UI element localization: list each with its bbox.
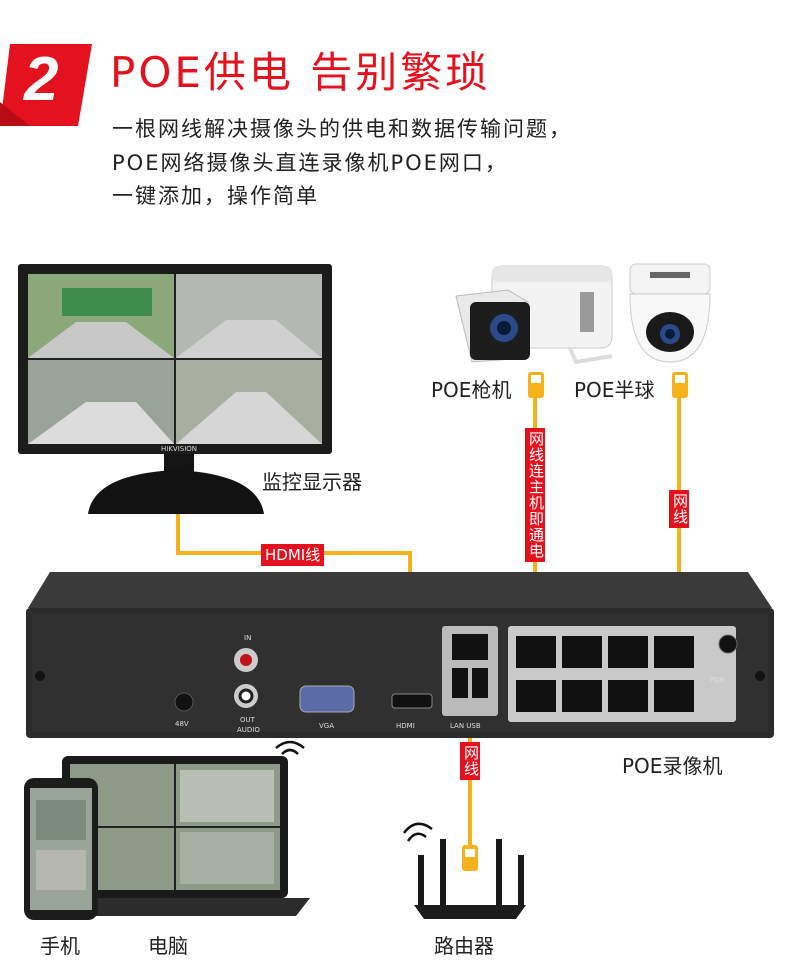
dome-camera-icon bbox=[629, 263, 711, 363]
monitor-label: 监控显示器 bbox=[262, 470, 362, 494]
bullet-camera-label: POE枪机 bbox=[431, 378, 512, 402]
rj45-connector-icon bbox=[672, 372, 688, 398]
section-number: 2 bbox=[24, 45, 59, 114]
nvr-label: POE录像机 bbox=[622, 754, 723, 778]
monitor-brand: HIKVISION bbox=[160, 445, 198, 453]
dome-camera-label: POE半球 bbox=[574, 378, 655, 402]
number-badge bbox=[0, 44, 92, 126]
router-label: 路由器 bbox=[434, 934, 494, 958]
router-icon bbox=[403, 822, 526, 919]
router-cable-tag: 网线 bbox=[460, 742, 480, 780]
rj45-connector-icon bbox=[528, 372, 544, 398]
description-line-1: 一根网线解决摄像头的供电和数据传输问题， bbox=[112, 117, 572, 141]
laptop-phone-icon bbox=[24, 740, 310, 920]
nvr-port-power-label: 48V bbox=[175, 720, 189, 728]
bullet-cable-tag: 网线连主机即通电 bbox=[525, 428, 545, 562]
page-title: POE供电 告别繁琐 bbox=[110, 48, 491, 97]
nvr-port-in-label: IN bbox=[244, 634, 252, 642]
nvr-port-lanusb-label: LAN USB bbox=[450, 722, 481, 730]
nvr-port-poe-label: POE bbox=[710, 676, 725, 684]
monitor-icon bbox=[18, 264, 332, 514]
description-line-2: POE网络摄像头直连录像机POE网口， bbox=[112, 151, 508, 175]
phone-label: 手机 bbox=[40, 934, 80, 958]
nvr-port-out-label: OUT bbox=[240, 716, 255, 724]
nvr-port-vga-label: VGA bbox=[319, 722, 335, 730]
bullet-camera-icon bbox=[455, 265, 613, 365]
laptop-label: 电脑 bbox=[148, 934, 188, 958]
description-line-3: 一键添加，操作简单 bbox=[112, 184, 319, 208]
hdmi-cable-tag: HDMI线 bbox=[261, 544, 325, 566]
nvr-icon bbox=[26, 572, 774, 738]
nvr-port-audio-label: AUDIO bbox=[237, 726, 260, 734]
nvr-port-hdmi-label: HDMI bbox=[396, 722, 415, 730]
dome-cable-tag: 网线 bbox=[669, 490, 689, 528]
